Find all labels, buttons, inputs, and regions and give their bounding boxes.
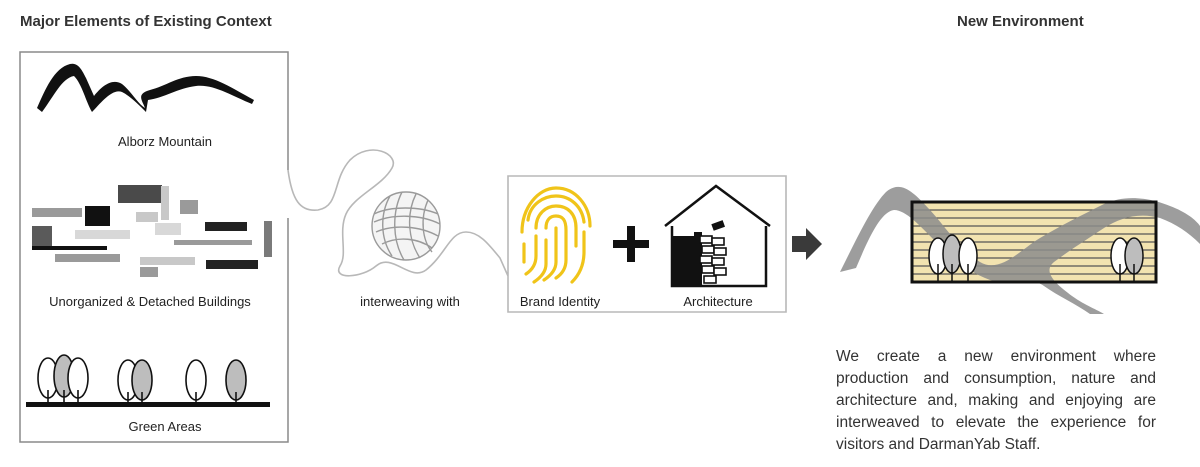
house-icon — [664, 184, 771, 288]
mountain-icon — [37, 63, 254, 112]
green-areas-label: Green Areas — [128, 419, 202, 434]
trees-icon — [26, 354, 270, 407]
arrow-right-icon — [792, 228, 822, 260]
context-heading: Major Elements of Existing Context — [20, 13, 272, 30]
interweaving-label: interweaving with — [360, 294, 460, 309]
architecture-label: Architecture — [683, 294, 753, 309]
buildings-icon — [32, 185, 272, 277]
plus-icon — [613, 226, 649, 262]
new-environment-icon — [840, 186, 1200, 314]
interweave-thread — [287, 149, 787, 313]
fingerprint-icon — [520, 186, 592, 284]
mountain-label: Alborz Mountain — [118, 134, 212, 149]
new-environment-heading: New Environment — [957, 13, 1084, 30]
buildings-label: Unorganized & Detached Buildings — [49, 294, 251, 309]
brand-identity-label: Brand Identity — [519, 294, 601, 309]
yarn-ball-icon — [371, 191, 441, 261]
description-text: We create a new environment where produc… — [836, 348, 1156, 453]
context-frame — [19, 51, 289, 443]
